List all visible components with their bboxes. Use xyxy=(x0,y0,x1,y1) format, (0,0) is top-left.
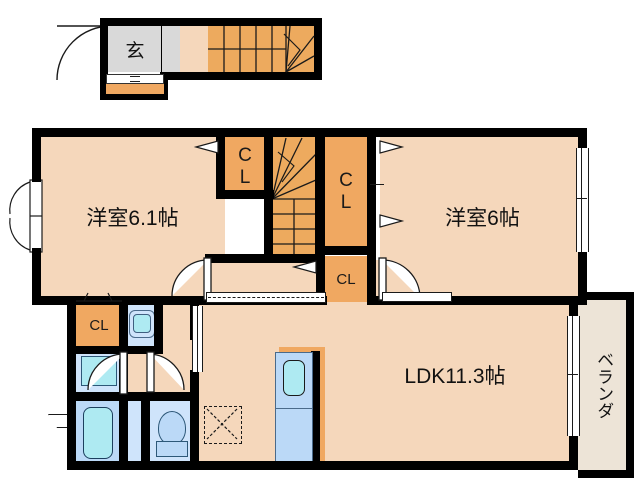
shoe-cabinet xyxy=(106,74,164,84)
wall-veranda-top xyxy=(578,292,634,300)
cl-hall-lower: CL xyxy=(75,303,123,347)
genkan-floor: 玄 xyxy=(108,26,162,72)
veranda-floor xyxy=(578,300,628,470)
ldk-label-wrap: LDK11.3帖 xyxy=(355,360,555,390)
entrance-block: 玄 xyxy=(0,0,340,120)
door-hallway-to-ldk-dash xyxy=(208,297,324,298)
wall-veranda-right xyxy=(626,292,634,478)
wall-stair-right xyxy=(315,128,325,263)
wall-washbasin-right xyxy=(154,300,163,350)
main-floor-block: C L C L CL CL xyxy=(0,120,638,480)
shoe-cabinet-lower xyxy=(106,84,164,94)
wall-corridor-right-lower xyxy=(190,370,199,396)
room-right-label-wrap: 洋室6帖 xyxy=(400,202,565,232)
ldk-label: LDK11.3帖 xyxy=(404,365,506,388)
wall-shoe-left xyxy=(100,72,108,100)
staircase-ground xyxy=(208,25,315,73)
cl-right-lower-label: CL xyxy=(336,270,356,288)
bay-window-jamb-top xyxy=(32,174,41,182)
genkan-label: 玄 xyxy=(125,40,145,62)
sliding-window-right-handle xyxy=(577,198,587,200)
door-left-bedroom xyxy=(168,256,212,301)
opening-ldk-top xyxy=(382,292,452,302)
wall-entrance-left xyxy=(100,18,108,76)
wall-entrance-bottom-right xyxy=(162,72,322,80)
genkan-step xyxy=(162,26,180,72)
toilet-tank xyxy=(156,441,188,457)
kitchen-partition xyxy=(311,351,320,462)
bathtub xyxy=(83,407,113,459)
wall-hall-left-return xyxy=(205,254,265,263)
room-right-label: 洋室6帖 xyxy=(445,207,520,230)
wall-stair-bottom xyxy=(264,254,325,263)
wall-shoe-right xyxy=(160,72,168,100)
wall-stair-left xyxy=(264,128,273,263)
wall-lower-bottom xyxy=(67,461,578,470)
cl-hall-lower-label: CL xyxy=(89,316,109,334)
cl-right-tall-rail xyxy=(370,184,384,186)
cl-center-door-marker xyxy=(193,140,220,154)
bay-window-left xyxy=(8,179,43,253)
wall-cl-hall-right xyxy=(119,300,128,350)
cl-right-tall-label-1: C xyxy=(339,170,353,191)
bay-window-jamb-bottom xyxy=(32,248,41,256)
cl-center-upper: C L xyxy=(225,136,265,198)
wall-cl-center-bottom xyxy=(216,190,274,199)
shoe-cabinet-handle xyxy=(130,76,140,82)
veranda-label-wrap: ベランダ xyxy=(586,310,620,460)
wall-dressing-right xyxy=(141,396,150,466)
wall-room-right-bottom xyxy=(367,296,587,305)
cl-right-lower-door-marker xyxy=(291,260,318,274)
kitchen-sink xyxy=(283,360,305,396)
genkan-divider xyxy=(161,26,163,72)
kitchen-counter-split xyxy=(275,408,313,410)
ldk-side-window-rail xyxy=(197,306,199,372)
cl-right-tall: C L xyxy=(325,136,367,248)
room-left-label: 洋室6.1帖 xyxy=(86,207,179,230)
cl-center-upper-label-1: C xyxy=(238,145,252,166)
cl-right-lower: CL xyxy=(325,256,367,302)
veranda-label: ベランダ xyxy=(594,351,614,419)
cl-right-door-marker-mid xyxy=(378,214,405,228)
wall-wet-mid-divider xyxy=(67,392,198,401)
sliding-window-right-rail xyxy=(581,148,583,252)
wall-entrance-top xyxy=(100,18,322,26)
wall-cl-right-lower-right xyxy=(367,250,376,302)
washer-space xyxy=(204,406,242,444)
wall-top-outer xyxy=(32,128,585,137)
wall-toilet-right xyxy=(190,392,199,470)
door-toilet xyxy=(146,351,186,394)
washbasin-basin xyxy=(133,314,151,333)
door-vanity xyxy=(84,350,128,395)
sliding-window-right xyxy=(576,148,589,252)
staircase-second-floor xyxy=(271,136,317,260)
balcony-door-rail xyxy=(572,316,574,436)
wall-shoe-bottom xyxy=(100,92,168,100)
entrance-hall-floor xyxy=(180,26,208,72)
wall-cl-right-lower-left xyxy=(316,250,325,302)
wall-bath-right xyxy=(119,396,128,466)
wall-veranda-bottom xyxy=(578,470,634,478)
wall-entrance-right xyxy=(314,18,322,80)
balcony-sliding-door xyxy=(567,316,580,436)
balcony-door-handle xyxy=(568,374,578,376)
wall-wet-top-divider xyxy=(67,346,163,354)
cl-hall-door-marker xyxy=(76,292,122,302)
wall-left-bedroom-right xyxy=(216,128,225,198)
room-right-floor xyxy=(380,136,585,301)
wall-cl-right-tall-bottom xyxy=(325,246,376,255)
wall-lower-left-outer xyxy=(67,296,76,470)
cl-right-tall-label-2: L xyxy=(340,192,352,213)
cl-center-upper-label-2: L xyxy=(239,167,251,188)
wall-cl-right-tall-right xyxy=(367,128,376,250)
toilet-bowl xyxy=(158,411,186,445)
room-left-label-wrap: 洋室6.1帖 xyxy=(55,202,210,232)
cl-right-door-marker-top xyxy=(378,140,405,154)
